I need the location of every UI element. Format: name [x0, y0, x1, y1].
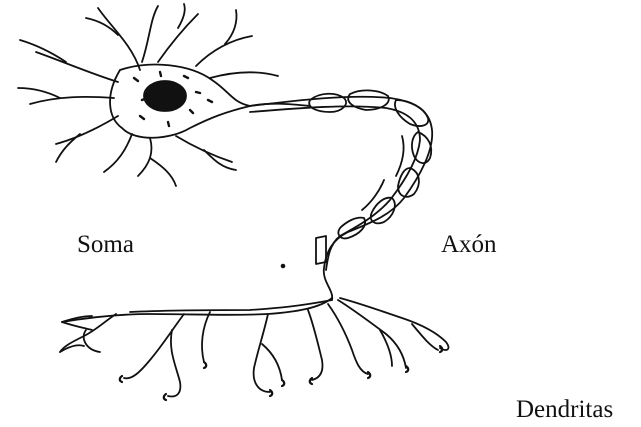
stray-dot: [282, 265, 285, 268]
soma-label: Soma: [77, 232, 134, 257]
terminal-branches: [60, 298, 448, 396]
axon: [250, 97, 432, 300]
myelin-sheath: [309, 90, 431, 264]
dendrites-label: Dendritas: [516, 397, 613, 422]
axon-label: Axón: [441, 232, 497, 257]
